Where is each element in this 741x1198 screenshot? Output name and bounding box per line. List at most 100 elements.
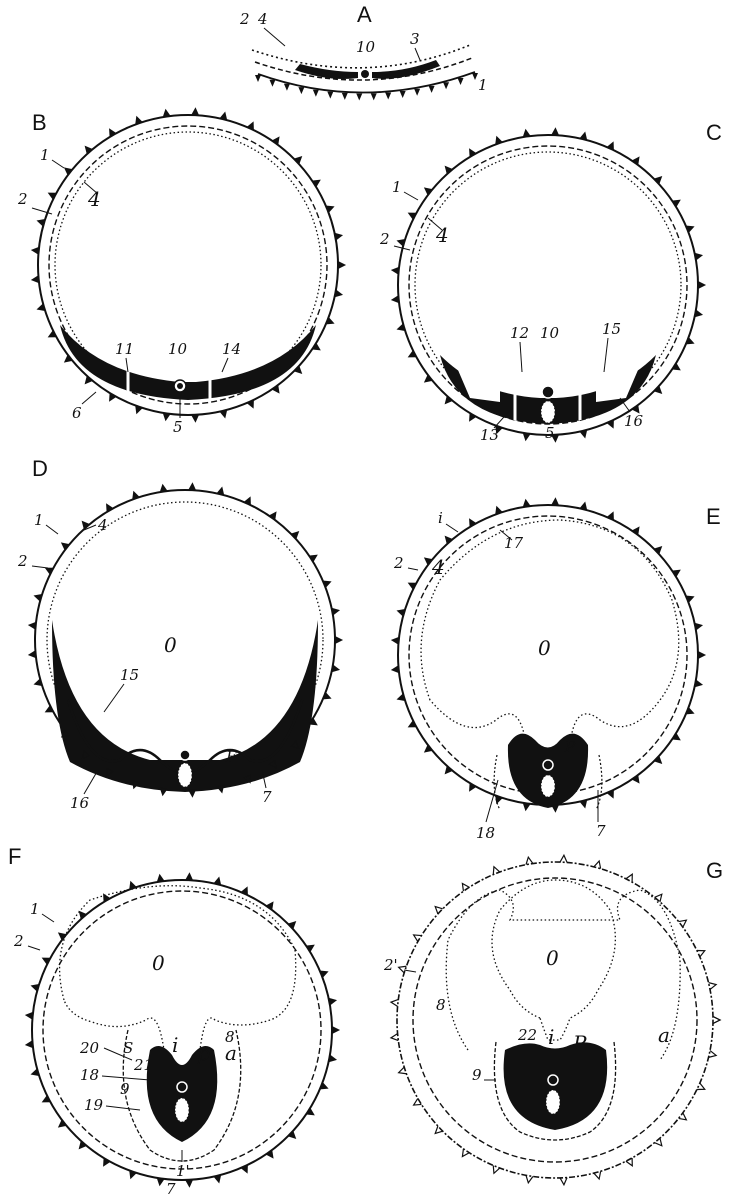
- villus: [425, 745, 433, 752]
- villus: [45, 568, 53, 574]
- panel-a-letter: A: [357, 2, 372, 27]
- panel-f-leader-2: [28, 946, 40, 950]
- villus: [338, 262, 345, 269]
- panel-f-label-7: 7: [166, 1180, 176, 1198]
- panel-a-label-1: 1: [478, 76, 488, 94]
- villus: [335, 290, 343, 297]
- villus: [291, 532, 298, 539]
- villus: [462, 1149, 469, 1157]
- panel-c-dashed-layer: [409, 146, 687, 424]
- panel-d: D 1 4 2 0 15 F 16 7: [17, 456, 342, 812]
- villus: [329, 1055, 337, 1062]
- panel-g-label-0: 0: [546, 946, 559, 970]
- panel-d-label-4: 4: [97, 516, 108, 534]
- villus: [654, 386, 661, 393]
- panel-c-label-16: 16: [624, 412, 644, 430]
- panel-c-label-13: 13: [480, 426, 499, 444]
- villus: [160, 485, 167, 492]
- villus: [672, 363, 680, 370]
- villus: [335, 233, 343, 240]
- villus: [104, 894, 111, 902]
- panel-d-letter: D: [32, 456, 48, 481]
- villus: [298, 87, 304, 94]
- villus: [65, 355, 73, 362]
- panel-b-outer-wall: [38, 115, 338, 415]
- panel-a-leader-3: [415, 48, 420, 60]
- villus: [429, 86, 435, 93]
- villus: [672, 200, 680, 207]
- panel-b-label-10: 10: [168, 340, 188, 358]
- villus: [698, 652, 705, 659]
- villus: [607, 420, 613, 428]
- villus: [244, 497, 250, 505]
- panel-d-label-7: 7: [262, 788, 272, 806]
- panel-d-neural-tube: [180, 750, 190, 760]
- villus: [552, 805, 559, 812]
- villus: [306, 1108, 314, 1115]
- panel-e-label-7: 7: [596, 822, 606, 840]
- panel-g-neural-tube: [548, 1075, 558, 1085]
- villus: [342, 93, 348, 100]
- villus: [445, 766, 452, 774]
- panel-g-label-9: 9: [472, 1066, 482, 1084]
- villus: [523, 130, 530, 137]
- villus: [294, 366, 301, 373]
- panel-e-label-0: 0: [538, 636, 551, 660]
- panel-d-leader-15: [104, 684, 124, 712]
- villus: [266, 1150, 273, 1158]
- panel-g-label-i: i: [548, 1025, 554, 1049]
- panel-c-label-5: 5: [545, 424, 555, 442]
- villus: [470, 149, 477, 157]
- villus: [392, 267, 399, 274]
- panel-g: G 0 2' 8 22 i P a 9: [383, 855, 723, 1185]
- villus: [560, 855, 567, 862]
- panel-b-letter: B: [32, 110, 47, 135]
- villus: [48, 331, 56, 337]
- villus: [695, 680, 703, 687]
- villus: [309, 555, 317, 562]
- villus: [332, 665, 340, 672]
- villus: [59, 1120, 67, 1127]
- panel-e-label-p: P: [564, 738, 576, 756]
- panel-c: C 1 4 2 12 10 15 13 5 16: [379, 120, 722, 444]
- panel-f-leader-19: [106, 1106, 140, 1110]
- panel-c-neural-tube: [542, 386, 554, 398]
- panel-f-label-18: 18: [80, 1066, 99, 1084]
- villus: [392, 637, 399, 644]
- panel-g-leader-2-prime: [404, 970, 416, 972]
- panel-a-label-10: 10: [356, 38, 376, 56]
- panel-b: B 1 4 2 11 10 14 6 5: [17, 108, 345, 436]
- villus: [332, 1027, 339, 1034]
- villus: [414, 89, 420, 96]
- panel-f-letter: F: [8, 844, 21, 869]
- panel-f-label-p: p: [197, 1041, 210, 1065]
- panel-b-label-2: 2: [17, 190, 28, 208]
- villus: [356, 93, 362, 100]
- panel-f-label-9: 9: [120, 1080, 130, 1098]
- villus: [523, 803, 530, 810]
- villus: [247, 400, 253, 408]
- panel-b-label-1: 1: [40, 146, 50, 164]
- villus: [48, 193, 56, 199]
- villus: [255, 75, 261, 82]
- villus: [672, 570, 680, 577]
- villus: [632, 775, 639, 783]
- villus: [607, 512, 613, 520]
- villus: [42, 1096, 50, 1102]
- panel-e-notochord: [541, 775, 555, 797]
- panel-f-label-a: a: [225, 1041, 237, 1065]
- villus: [329, 998, 337, 1005]
- villus: [29, 622, 36, 629]
- panel-g-label-2-prime: 2': [383, 956, 398, 974]
- panel-f-label-2: 2: [13, 932, 24, 950]
- panel-f-label-20: 20: [79, 1039, 100, 1057]
- panel-e-neural-tube: [543, 760, 553, 770]
- panel-g-embryo-body: [504, 1042, 608, 1130]
- villus: [269, 512, 276, 520]
- villus: [552, 128, 559, 135]
- villus: [272, 385, 279, 393]
- panel-b-notochord: [177, 383, 183, 389]
- panel-d-label-2: 2: [17, 552, 28, 570]
- villus: [85, 146, 92, 154]
- panel-f-label-i: i: [172, 1033, 178, 1057]
